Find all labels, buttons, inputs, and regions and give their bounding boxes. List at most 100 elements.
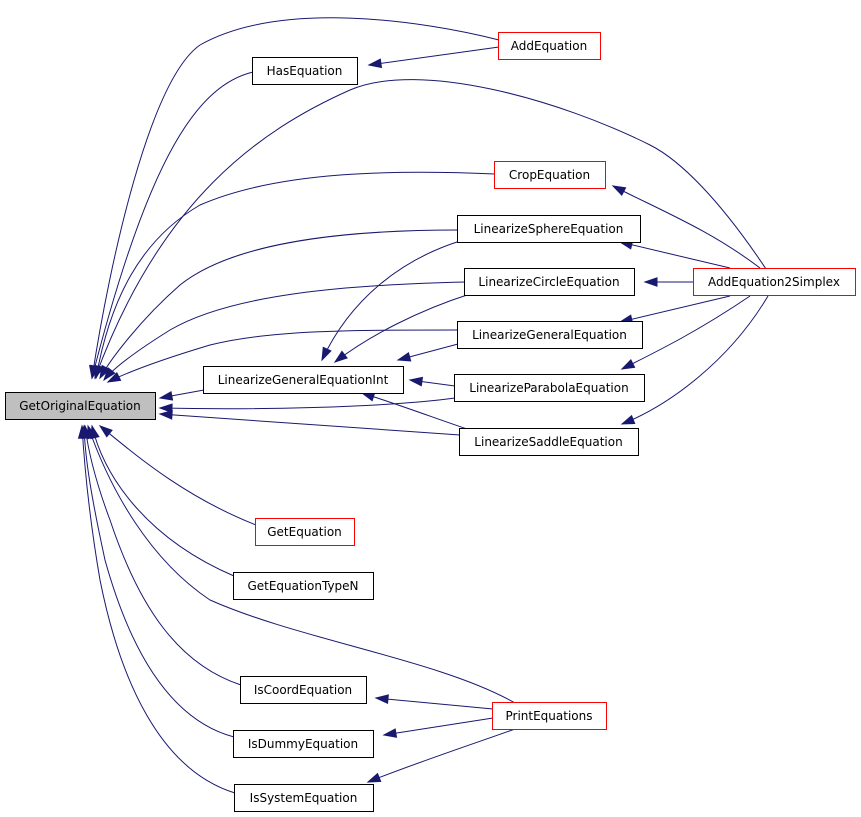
edge-line [87,425,516,704]
node-label: PrintEquations [506,709,593,723]
node-box[interactable] [240,676,367,704]
arrowhead-icon [99,364,111,380]
edge-LinearizeGeneralEquation-to-GetOriginalEquation [106,329,459,383]
node-IsCoordEquation[interactable]: IsCoordEquation [240,676,367,704]
node-AddEquation[interactable]: AddEquation [498,32,601,60]
node-box[interactable] [233,572,374,600]
arrowhead-icon [643,277,658,287]
node-box[interactable] [234,784,374,812]
edge-AddEquation2Simplex-to-LinearizeCircleEquation [643,277,694,287]
edge-LinearizeCircleEquation-to-GetOriginalEquation [103,281,466,382]
node-box[interactable] [492,702,607,730]
edge-line [367,728,516,783]
edge-line [361,392,471,431]
node-box[interactable] [459,428,639,456]
edge-CropEquation-to-GetOriginalEquation [93,171,496,380]
node-label: AddEquation2Simplex [708,275,840,289]
edge-PrintEquations-to-IsSystemEquation [366,728,516,783]
node-HasEquation[interactable]: HasEquation [252,57,358,85]
node-IsDummyEquation[interactable]: IsDummyEquation [233,730,374,758]
node-label: AddEquation [511,39,587,53]
edge-AddEquation2Simplex-to-LinearizeSaddleEquation [620,295,769,425]
arrowhead-icon [93,364,104,380]
arrowhead-icon [620,414,636,425]
edge-line [619,295,731,323]
edge-line [91,71,254,379]
node-label: LinearizeGeneralEquationInt [218,373,389,387]
edge-GetEquation-to-GetOriginalEquation [98,425,257,526]
arrowhead-icon [408,376,424,387]
arrowhead-icon [382,728,398,738]
node-box[interactable] [457,321,643,349]
edge-line [621,295,769,425]
node-box[interactable] [494,161,606,189]
edge-PrintEquations-to-GetOriginalEquation [87,424,516,704]
node-CropEquation[interactable]: CropEquation [494,161,606,189]
arrowhead-icon [321,346,332,362]
arrowhead-icon [374,694,389,705]
edge-IsDummyEquation-to-GetOriginalEquation [79,424,235,738]
arrowhead-icon [77,424,88,439]
edge-LinearizeGeneralEquation-to-LinearizeGeneralEquationInt [396,343,459,362]
node-GetEquationTypeN[interactable]: GetEquationTypeN [233,572,374,600]
node-box[interactable] [203,366,404,394]
node-box[interactable] [5,392,156,420]
node-LinearizeSphereEquation[interactable]: LinearizeSphereEquation [457,215,641,243]
edge-LinearizeParabolaEquation-to-LinearizeGeneralEquationInt [408,376,456,387]
edge-GetEquationTypeN-to-GetOriginalEquation [90,424,235,577]
edge-line [91,425,235,577]
node-LinearizeSaddleEquation[interactable]: LinearizeSaddleEquation [459,428,639,456]
arrowhead-icon [611,185,627,197]
edge-line [84,425,242,686]
arrowhead-icon [366,772,382,783]
edge-LinearizeSaddleEquation-to-GetOriginalEquation [158,409,461,436]
node-box[interactable] [454,374,645,402]
node-box[interactable] [457,215,641,243]
edge-line [383,717,494,736]
edge-AddEquation2Simplex-to-LinearizeParabolaEquation [620,295,751,370]
node-box[interactable] [464,268,635,296]
node-AddEquation2Simplex[interactable]: AddEquation2Simplex [693,268,856,296]
arrowhead-icon [98,425,113,438]
arrowhead-icon [158,403,173,414]
node-LinearizeCircleEquation[interactable]: LinearizeCircleEquation [464,268,635,296]
node-box[interactable] [252,57,358,85]
edge-AddEquation2Simplex-to-GetOriginalEquation [94,79,767,380]
node-label: IsCoordEquation [254,683,352,697]
node-box[interactable] [693,268,856,296]
node-box[interactable] [498,32,601,60]
edge-AddEquation2Simplex-to-LinearizeSphereEquation [618,240,731,269]
edge-line [321,240,461,361]
edge-LinearizeSaddleEquation-to-LinearizeGeneralEquationInt [360,392,471,431]
node-LinearizeGeneralEquationInt[interactable]: LinearizeGeneralEquationInt [203,366,404,394]
node-label: CropEquation [509,168,590,182]
node-LinearizeParabolaEquation[interactable]: LinearizeParabolaEquation [454,374,645,402]
edge-line [621,295,751,370]
node-label: LinearizeSphereEquation [474,222,624,236]
arrowhead-icon [396,352,412,362]
node-label: IsDummyEquation [248,737,358,751]
node-label: LinearizeCircleEquation [478,275,619,289]
node-PrintEquations[interactable]: PrintEquations [492,702,607,730]
edge-line [107,329,459,383]
node-LinearizeGeneralEquation[interactable]: LinearizeGeneralEquation [457,321,643,349]
node-GetOriginalEquation[interactable]: GetOriginalEquation [5,392,156,420]
edge-line [103,281,466,381]
nodes-layer: GetOriginalEquationHasEquationAddEquatio… [5,32,856,812]
edge-PrintEquations-to-IsDummyEquation [382,717,494,738]
node-IsSystemEquation[interactable]: IsSystemEquation [234,784,374,812]
arrowhead-icon [87,424,97,440]
edge-LinearizeParabolaEquation-to-GetOriginalEquation [158,397,456,414]
node-label: LinearizeParabolaEquation [469,381,628,395]
edge-line [612,185,761,269]
node-label: LinearizeSaddleEquation [474,435,622,449]
arrowhead-icon [333,350,348,363]
node-GetEquation[interactable]: GetEquation [255,518,355,546]
edge-line [94,79,767,379]
edge-line [99,425,257,526]
arrowhead-icon [106,372,122,383]
edge-line [334,293,471,363]
edge-PrintEquations-to-IsCoordEquation [374,694,494,710]
node-box[interactable] [233,730,374,758]
node-box[interactable] [255,518,355,546]
